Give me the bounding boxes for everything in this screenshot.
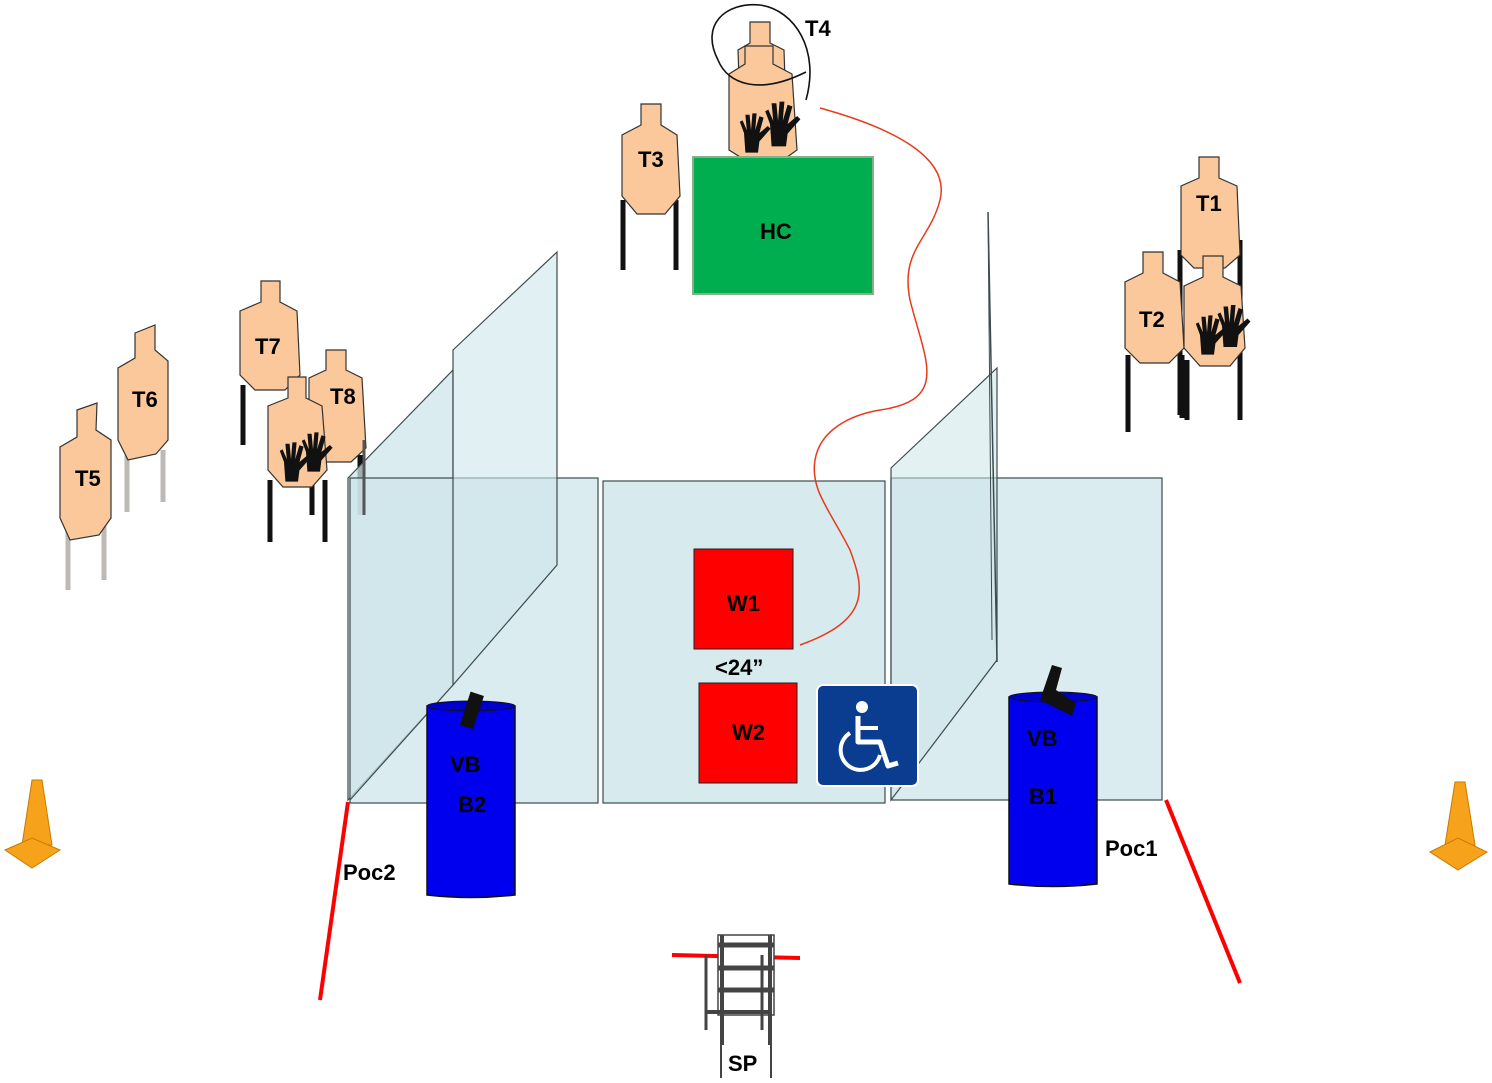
poc-right-label: Poc1 [1105, 836, 1158, 861]
poc-left-label: Poc2 [343, 860, 396, 885]
barrel-b2-bottom-label: B2 [458, 792, 486, 817]
target-t4-label: T4 [805, 16, 831, 41]
target-t4: T4 [711, 4, 831, 161]
target-t6-label: T6 [132, 387, 158, 412]
target-t5: T5 [59, 402, 112, 590]
prop-w1: W1 [693, 548, 794, 650]
distance-label: <24” [715, 655, 763, 680]
traffic-cone-icon [1428, 781, 1489, 871]
barrel-b1-top-label: VB [1027, 726, 1058, 751]
movement-path [799, 107, 942, 646]
no-shoot-target-right [1183, 255, 1251, 420]
target-t2-label: T2 [1139, 307, 1165, 332]
fault-line-left [318, 801, 350, 1001]
prop-w2-label: W2 [732, 720, 765, 745]
fault-line-right [1164, 799, 1242, 984]
pistol-icon [459, 691, 484, 730]
hard-cover-label: HC [760, 219, 792, 244]
hard-cover: HC [692, 156, 874, 295]
barrel-b2: VB B2 [426, 691, 516, 899]
target-t2: T2 [1124, 251, 1185, 432]
target-t1-label: T1 [1196, 191, 1222, 216]
barrel-b1: VB B1 [1008, 665, 1098, 888]
target-t3-label: T3 [638, 147, 664, 172]
target-t8-label: T8 [330, 384, 356, 409]
target-t7-label: T7 [255, 334, 281, 359]
wheelchair-icon [816, 684, 919, 787]
target-t3: T3 [620, 103, 681, 270]
prop-w2: W2 [698, 682, 798, 784]
barrel-b1-bottom-label: B1 [1029, 784, 1057, 809]
start-position: SP [671, 934, 801, 1078]
start-position-label: SP [728, 1051, 757, 1076]
no-shoot-target-left [267, 376, 333, 542]
barrel-b2-top-label: VB [450, 752, 481, 777]
target-t6: T6 [117, 324, 169, 512]
wall-left-diagonal [349, 250, 558, 801]
target-t5-label: T5 [75, 466, 101, 491]
traffic-cone-icon [3, 779, 62, 869]
prop-w1-label: W1 [727, 591, 760, 616]
pistol-icon [1040, 665, 1076, 716]
